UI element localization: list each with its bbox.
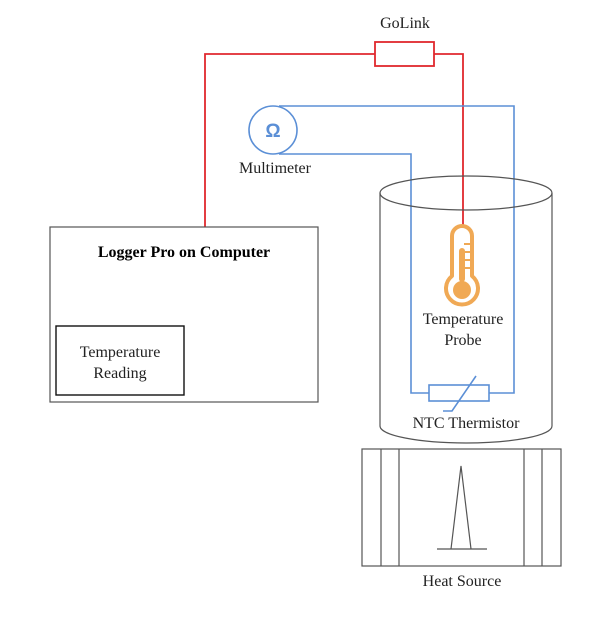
reading-box: [55, 325, 185, 396]
thermometer-icon: [444, 224, 480, 307]
red-wire: [204, 53, 464, 228]
probe-label-line2: Probe: [444, 332, 481, 349]
flame-icon: [437, 465, 487, 550]
golink-label: GoLink: [380, 15, 430, 32]
probe-label-line1: Temperature: [423, 311, 504, 328]
blue-wire: [279, 105, 515, 394]
resistor-icon: [428, 375, 490, 412]
ohm-symbol: Ω: [265, 121, 280, 142]
heat-source: [361, 448, 562, 567]
logger-title: Logger Pro on Computer: [98, 244, 270, 261]
heat-source-label: Heat Source: [423, 573, 502, 590]
ohm-meter-icon: Ω: [248, 105, 298, 155]
golink-box: [374, 41, 435, 67]
reading-label-line2: Reading: [93, 365, 146, 382]
thermistor-label: NTC Thermistor: [413, 415, 520, 432]
multimeter-label: Multimeter: [239, 160, 312, 177]
reading-label-line1: Temperature: [80, 344, 161, 361]
beaker: [379, 175, 553, 444]
